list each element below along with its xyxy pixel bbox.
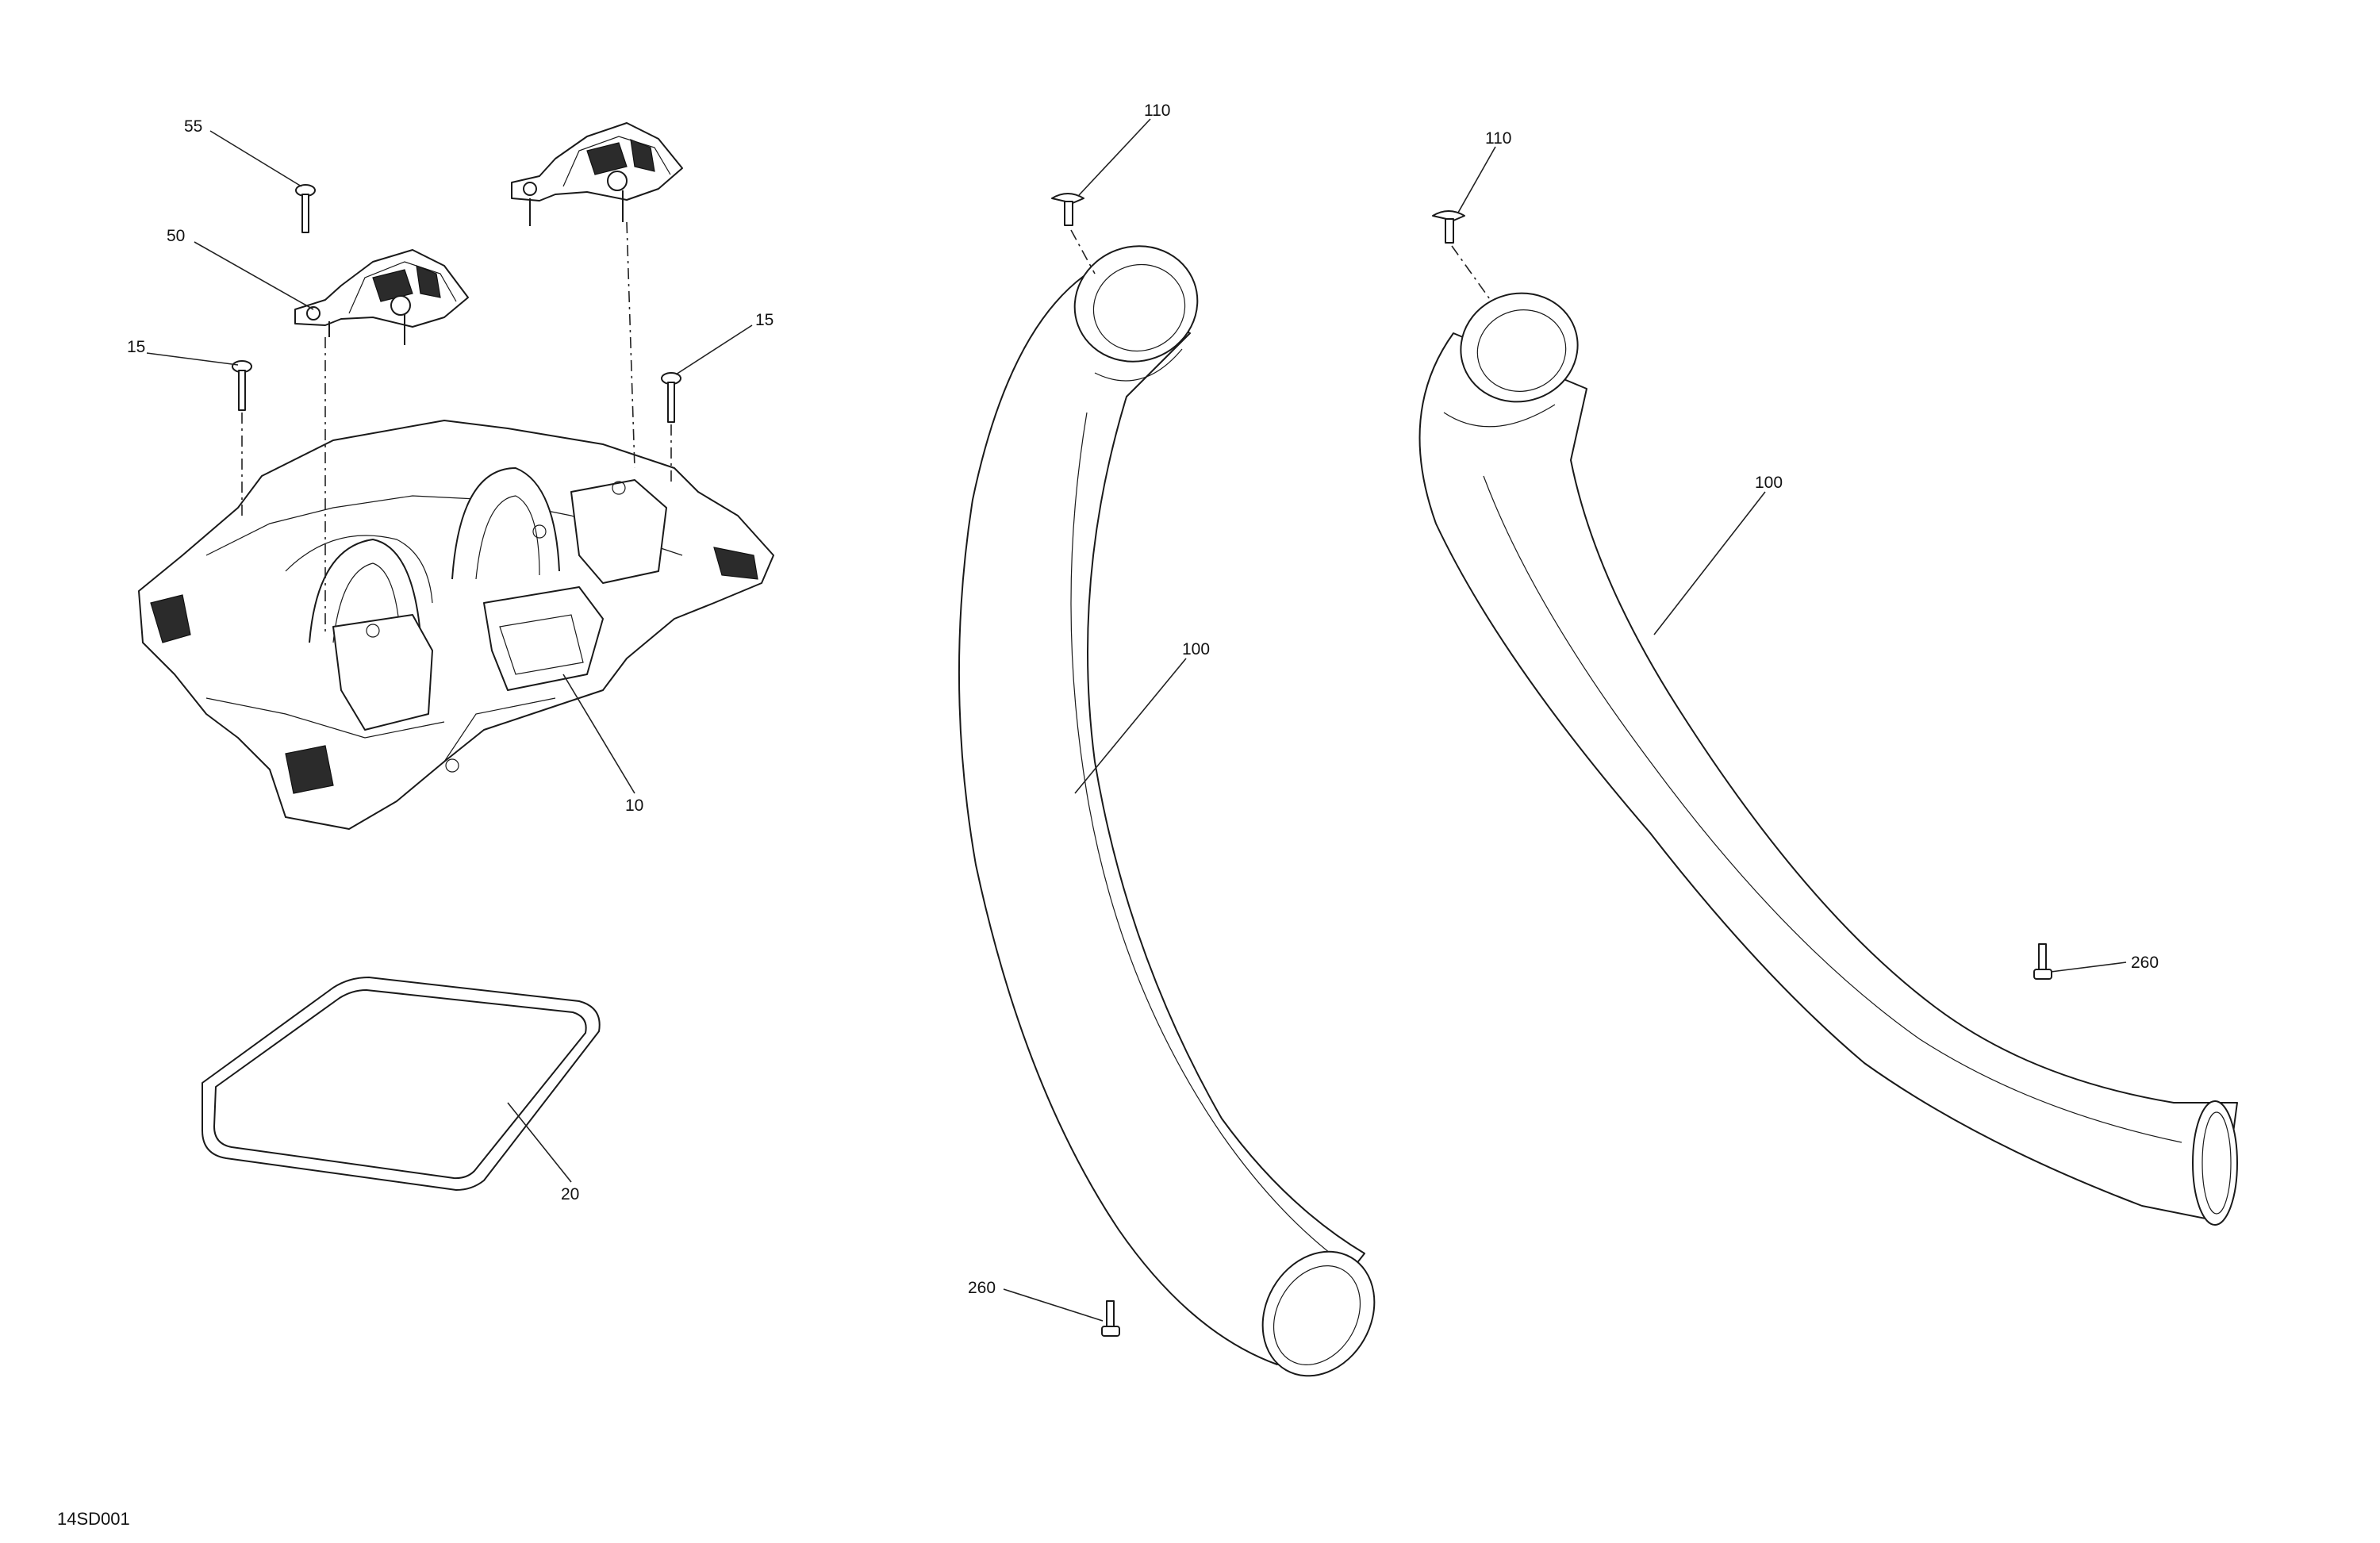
screw-260-right	[2033, 943, 2052, 980]
retaining-clamp-rear	[511, 122, 683, 226]
leader-110-left	[1078, 118, 1151, 196]
screw-260-left	[1101, 1300, 1120, 1337]
callout-260-left: 260	[968, 1279, 996, 1297]
screw-110-right	[1432, 210, 1465, 244]
screw-15-right	[661, 372, 681, 423]
callout-110-left: 110	[1144, 102, 1170, 120]
leader-55	[209, 130, 302, 187]
callout-50: 50	[167, 227, 185, 245]
leader-100-right	[1653, 491, 1766, 635]
leader-110-right	[1457, 146, 1496, 213]
screw-55	[295, 184, 316, 233]
drawing-id: 14SD001	[57, 1509, 130, 1529]
retaining-clamp-front	[294, 249, 469, 345]
callout-15-left: 15	[127, 338, 145, 356]
callout-55: 55	[184, 117, 202, 136]
callout-100-right: 100	[1755, 474, 1783, 492]
leader-10	[562, 674, 635, 794]
screw-110-left	[1051, 193, 1084, 226]
callout-100-left: 100	[1182, 640, 1210, 658]
leader-260-right	[2050, 961, 2127, 973]
intake-hose-right	[1418, 292, 2238, 1226]
intake-silencer-base	[138, 420, 774, 830]
intake-hose-left	[958, 245, 1376, 1377]
callout-15-right: 15	[755, 311, 774, 329]
callout-110-right: 110	[1485, 129, 1511, 148]
leader-20	[507, 1102, 572, 1183]
intake-gasket	[202, 977, 601, 1191]
screw-15-left	[232, 360, 252, 411]
callout-260-right: 260	[2131, 954, 2159, 972]
leader-100-left	[1074, 658, 1187, 794]
assembly-line	[1070, 229, 1096, 274]
assembly-line	[626, 221, 635, 469]
leader-260-left	[1003, 1288, 1104, 1322]
callout-10: 10	[625, 796, 643, 815]
leader-50	[194, 241, 314, 310]
leader-15-right	[675, 324, 753, 375]
leader-15-left	[146, 352, 239, 366]
callout-20: 20	[561, 1185, 579, 1203]
assembly-line	[1451, 245, 1492, 302]
